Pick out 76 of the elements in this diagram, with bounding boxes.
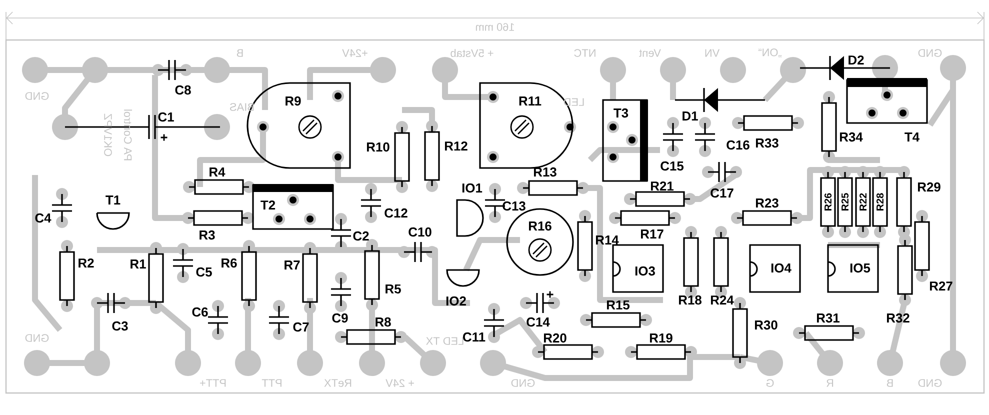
copper-text: GND: [25, 334, 49, 342]
dimension-label: 160 mm: [476, 23, 514, 31]
part-label: C6: [192, 307, 208, 317]
part-label: R27: [930, 281, 952, 291]
copper-text: NTC: [574, 49, 596, 57]
copper-text: OK1VPZ: [104, 114, 112, 156]
copper-text: „ON“: [758, 48, 782, 58]
part-label: T1: [106, 196, 120, 204]
part-label: D2: [848, 55, 864, 65]
part-label: R1: [130, 260, 146, 268]
part-label: C3: [112, 321, 128, 331]
part-label: C15: [660, 161, 684, 171]
part-label: C4: [35, 213, 52, 223]
copper-text: GND: [918, 379, 942, 387]
part-label: C17: [710, 188, 734, 198]
part-label: R20: [544, 333, 566, 343]
copper-text: + 5Vstab: [450, 48, 494, 58]
copper-text: B: [886, 379, 893, 387]
copper-text: LED: [564, 98, 584, 106]
part-label: R6: [222, 258, 237, 268]
part-label: R33: [756, 138, 778, 148]
copper-text: +24V: [342, 49, 368, 57]
part-label: C10: [408, 227, 432, 237]
part-label: C5: [196, 267, 212, 277]
part-label: C9: [332, 313, 348, 323]
copper-text: G: [766, 379, 774, 387]
polarity-mark: +: [546, 291, 554, 298]
copper-text: PA Control: [124, 110, 132, 160]
part-label: R18: [678, 295, 702, 305]
part-label: R21: [650, 181, 674, 191]
part-label: IO1: [462, 183, 482, 193]
part-label: R10: [366, 142, 390, 152]
polarity-mark: +: [160, 134, 168, 141]
copper-text: VN: [705, 49, 720, 57]
part-label: R19: [650, 333, 672, 343]
copper-text: R: [826, 379, 834, 387]
copper-text: GND: [511, 379, 535, 387]
copper-text: PTT: [262, 379, 282, 387]
copper-text: Vent: [639, 49, 661, 57]
part-label: C14: [526, 317, 550, 327]
part-label: C7: [293, 322, 309, 332]
part-label: C13: [502, 201, 526, 211]
part-label: C2: [353, 231, 369, 241]
part-label: R30: [754, 320, 778, 330]
part-label: C8: [175, 85, 191, 95]
copper-text: ReTX: [324, 379, 352, 387]
part-label: R14: [596, 236, 619, 244]
part-label: R34: [840, 132, 863, 142]
part-label: R3: [200, 230, 215, 240]
copper-text: BIAS: [230, 103, 254, 111]
part-label: R12: [444, 141, 468, 151]
part-label: R23: [756, 198, 778, 208]
part-label: C1: [158, 112, 174, 122]
copper-text: B: [236, 49, 243, 57]
part-label: C16: [726, 140, 750, 150]
copper-text: PTT+: [200, 379, 226, 387]
part-label: R24: [710, 295, 734, 305]
part-label: C11: [463, 332, 486, 342]
part-label: R4: [210, 168, 226, 176]
part-label: R29: [918, 182, 940, 192]
part-label: R2: [78, 258, 94, 268]
part-label: C12: [384, 208, 408, 218]
copper-text: LED TX: [426, 337, 464, 345]
part-label: IO2: [446, 296, 466, 306]
copper-text: GND: [918, 49, 942, 57]
copper-text: + 24V: [386, 379, 414, 387]
copper-text: GND: [25, 92, 49, 100]
part-label: R31: [816, 313, 840, 323]
part-label: R15: [606, 300, 630, 310]
part-label: R13: [534, 167, 556, 177]
part-label: T4: [904, 132, 920, 142]
part-label: R7: [284, 260, 300, 270]
part-label: R32: [886, 313, 910, 323]
part-label: R5: [386, 284, 401, 294]
part-label: R8: [376, 317, 391, 327]
part-label: D1: [682, 112, 698, 120]
